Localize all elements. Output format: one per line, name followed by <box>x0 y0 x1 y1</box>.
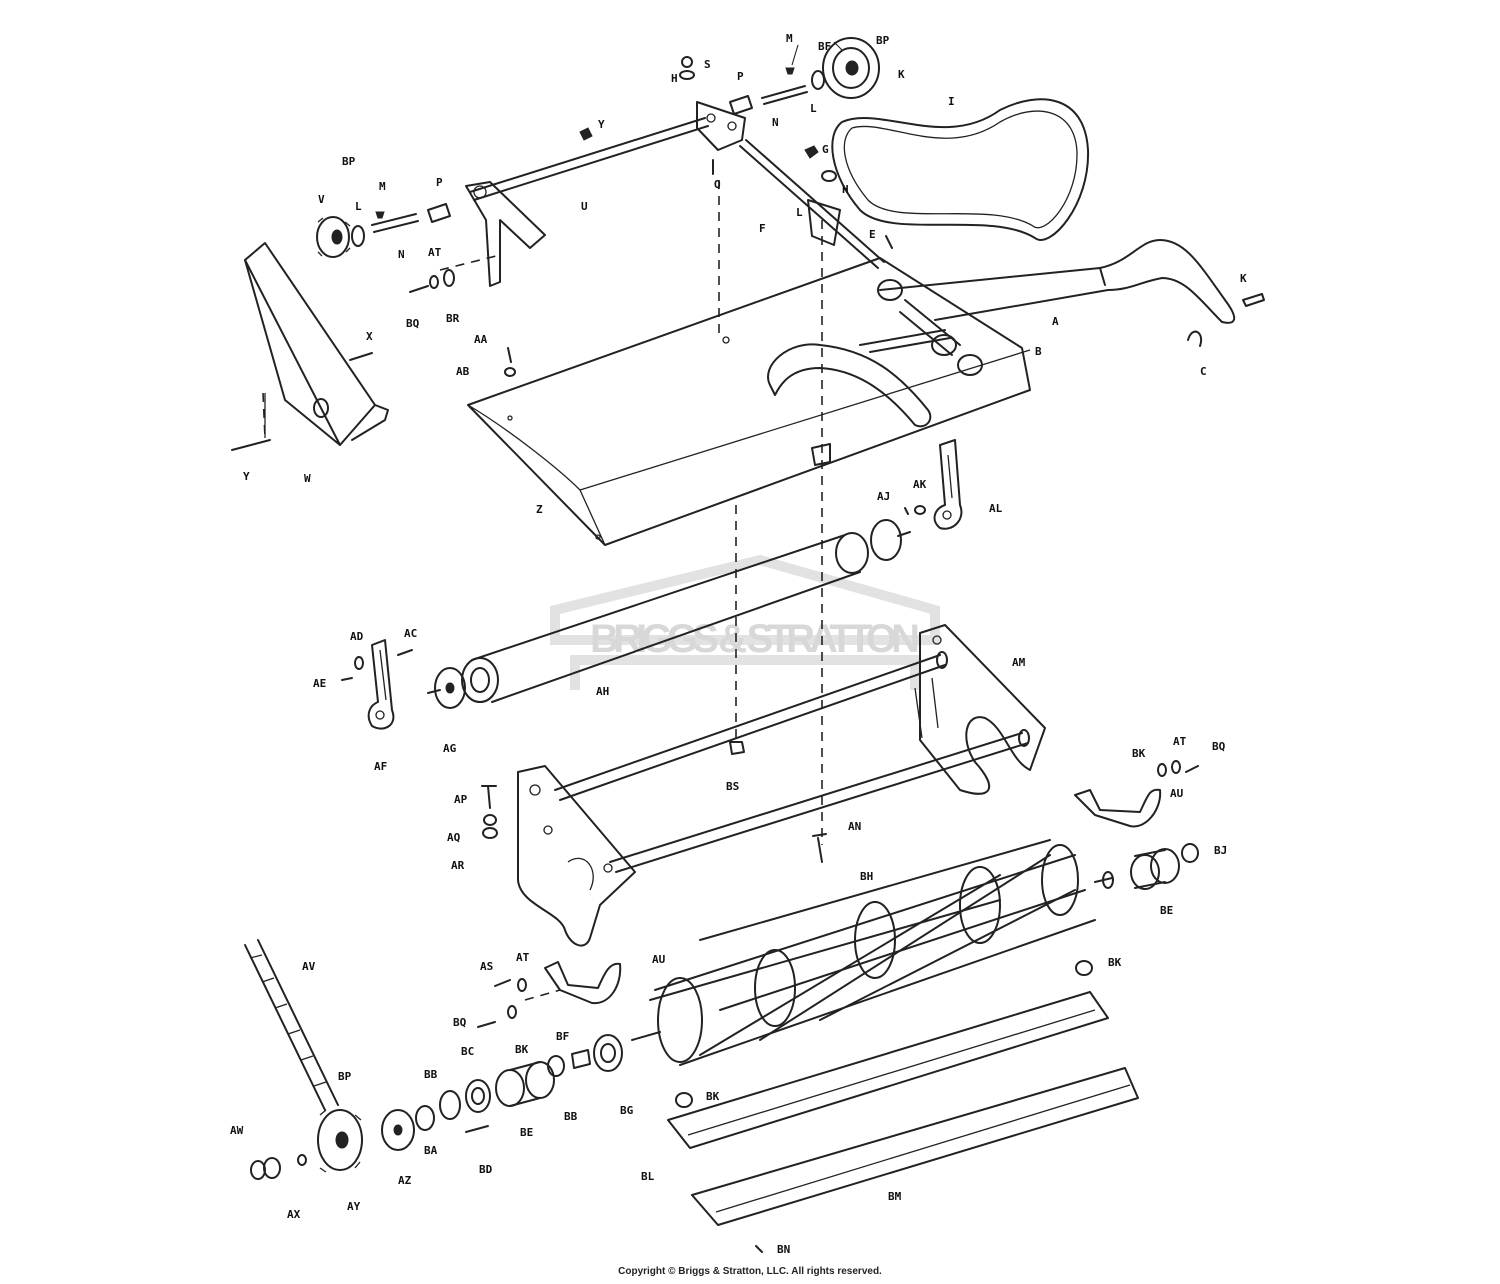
label-n-upper: N <box>398 248 405 261</box>
watermark-text: BRIGGS & STRATTON <box>590 617 920 661</box>
label-u: U <box>581 200 588 213</box>
label-ab: AB <box>456 365 470 378</box>
label-aw: AW <box>230 1124 244 1137</box>
label-as: AS <box>480 960 493 973</box>
label-y-top: Y <box>598 118 605 131</box>
part-frame <box>481 624 1046 947</box>
label-ad: AD <box>350 630 364 643</box>
label-l-top: L <box>810 102 817 115</box>
label-au-lower: AU <box>652 953 666 966</box>
label-ar: AR <box>451 859 465 872</box>
label-a: A <box>1052 315 1059 328</box>
label-bn: BN <box>777 1243 790 1256</box>
label-p-right: P <box>737 70 744 83</box>
label-k-top: K <box>898 68 905 81</box>
part-lower-drive <box>244 939 623 1180</box>
label-br: BR <box>446 312 460 325</box>
label-ax: AX <box>287 1208 301 1221</box>
label-bd: BD <box>479 1163 493 1176</box>
label-b: B <box>1035 345 1042 358</box>
label-ae: AE <box>313 677 326 690</box>
label-z: Z <box>536 503 543 516</box>
label-bm: BM <box>888 1190 902 1203</box>
label-bb-upper: BB <box>424 1068 438 1081</box>
label-am: AM <box>1012 656 1026 669</box>
label-v: V <box>318 193 325 206</box>
label-at-upper: AT <box>428 246 442 259</box>
label-k-right: K <box>1240 272 1247 285</box>
label-n-right: N <box>772 116 779 129</box>
label-ay: AY <box>347 1200 361 1213</box>
callout-labels: M BF BP K L N P S H Y Q G H I F L E K A … <box>230 32 1247 1256</box>
part-reel <box>631 839 1199 1066</box>
label-bp-lower: BP <box>338 1070 352 1083</box>
label-bk-bottom: BK <box>706 1090 720 1103</box>
label-g: G <box>822 143 829 156</box>
label-aj: AJ <box>877 490 890 503</box>
label-an: AN <box>848 820 861 833</box>
label-bq-lower: BQ <box>453 1016 467 1029</box>
label-bq-upper: BQ <box>406 317 420 330</box>
label-ac: AC <box>404 627 417 640</box>
label-ak: AK <box>913 478 927 491</box>
label-w: W <box>304 472 311 485</box>
part-reel-clips <box>477 760 1199 1028</box>
label-av: AV <box>302 960 316 973</box>
label-bk-right: BK <box>1108 956 1122 969</box>
part-grass-shield <box>467 257 1031 546</box>
label-bs: BS <box>726 780 739 793</box>
label-be-right: BE <box>1160 904 1173 917</box>
label-az: AZ <box>398 1174 412 1187</box>
watermark: BRIGGS & STRATTON <box>550 554 940 690</box>
label-bj: BJ <box>1214 844 1227 857</box>
label-bk-lower: BK <box>515 1043 529 1056</box>
part-roller <box>427 439 963 709</box>
part-height-adjuster <box>341 639 413 730</box>
label-p-upper: P <box>436 176 443 189</box>
label-ah: AH <box>596 685 609 698</box>
part-handle-assembly <box>465 37 1265 428</box>
label-s: S <box>704 58 711 71</box>
label-bh: BH <box>860 870 873 883</box>
label-bp-upper: BP <box>342 155 356 168</box>
copyright-notice: Copyright © Briggs & Stratton, LLC. All … <box>618 1266 882 1277</box>
label-y-left: Y <box>243 470 250 483</box>
label-aq: AQ <box>447 831 461 844</box>
label-e: E <box>869 228 876 241</box>
alignment-lines <box>262 180 823 1001</box>
label-bg: BG <box>620 1104 634 1117</box>
label-bq-right: BQ <box>1212 740 1226 753</box>
label-f: F <box>759 222 766 235</box>
label-al: AL <box>989 502 1003 515</box>
label-i: I <box>948 95 955 108</box>
label-bp-top: BP <box>876 34 890 47</box>
label-bc: BC <box>461 1045 474 1058</box>
label-q: Q <box>714 178 721 191</box>
part-bed-knife <box>667 991 1139 1253</box>
label-au-right: AU <box>1170 787 1184 800</box>
label-bf-lower: BF <box>556 1030 569 1043</box>
label-l-upper: L <box>355 200 362 213</box>
label-aa: AA <box>474 333 488 346</box>
label-bf-top: BF <box>818 40 831 53</box>
label-at-lower: AT <box>516 951 530 964</box>
label-af: AF <box>374 760 387 773</box>
label-x: X <box>366 330 373 343</box>
label-bl: BL <box>641 1170 655 1183</box>
label-m-upper: M <box>379 180 386 193</box>
label-bb-lower: BB <box>564 1110 578 1123</box>
label-ag: AG <box>443 742 457 755</box>
label-ba: BA <box>424 1144 438 1157</box>
label-at-right: AT <box>1173 735 1187 748</box>
label-ap: AP <box>454 793 468 806</box>
label-h-mid: H <box>842 183 849 196</box>
label-h-top: H <box>671 72 678 85</box>
label-l-mid: L <box>796 206 803 219</box>
label-c: C <box>1200 365 1207 378</box>
label-m: M <box>786 32 793 45</box>
label-bk-upper: BK <box>1132 747 1146 760</box>
part-upper-drive <box>231 203 455 451</box>
label-be-lower: BE <box>520 1126 533 1139</box>
